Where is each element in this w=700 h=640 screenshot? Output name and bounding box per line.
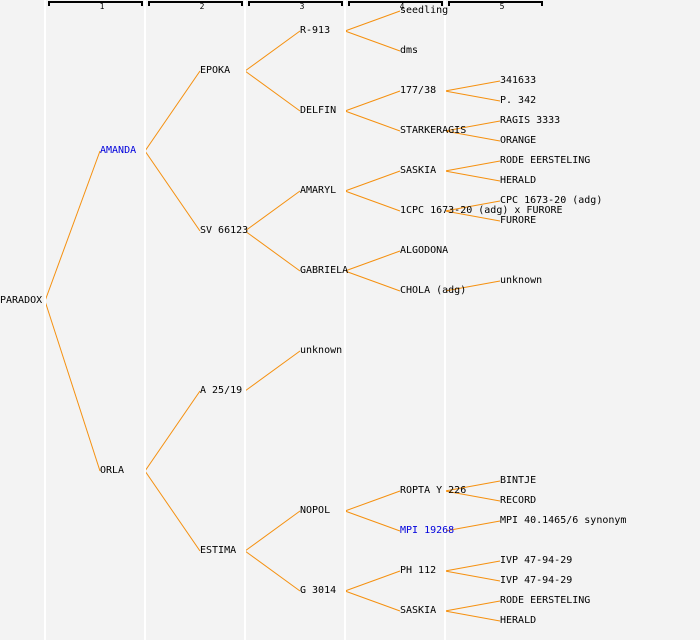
- generation-bracket: [248, 1, 343, 6]
- connector-line: [444, 210, 501, 222]
- column-divider: [144, 0, 146, 640]
- pedigree-node: ALGODONA: [400, 245, 449, 256]
- connector-line: [444, 130, 501, 142]
- connector-line: [244, 510, 301, 552]
- pedigree-node: IVP 47-94-29: [500, 575, 573, 586]
- column-divider: [44, 0, 46, 640]
- connector-line: [144, 390, 201, 472]
- pedigree-node: 1CPC 1673-20 (adg) x FURORE: [400, 205, 563, 216]
- generation-header-1: 1: [99, 2, 105, 11]
- connector-line: [244, 350, 301, 392]
- pedigree-node: ORLA: [100, 465, 125, 476]
- pedigree-node: CPC 1673-20 (adg): [500, 195, 603, 206]
- connector-line: [344, 10, 401, 32]
- connector-line: [44, 150, 101, 302]
- pedigree-node: HERALD: [500, 175, 537, 186]
- connector-line: [344, 510, 401, 532]
- connector-line: [444, 90, 501, 102]
- column-divider: [244, 0, 246, 640]
- pedigree-node: SASKIA: [400, 605, 437, 616]
- connector-line: [344, 110, 401, 132]
- connector-line: [144, 470, 201, 552]
- generation-bracket: [448, 1, 543, 6]
- connector-line: [344, 570, 401, 592]
- pedigree-node: STARKERAGIS: [400, 125, 467, 136]
- column-divider: [344, 0, 346, 640]
- connector-line: [444, 280, 501, 292]
- connector-line: [344, 190, 401, 212]
- pedigree-node: HERALD: [500, 615, 537, 626]
- connector-line: [444, 170, 501, 182]
- connector-line: [444, 120, 501, 132]
- connector-line: [344, 590, 401, 612]
- connector-line: [444, 480, 501, 492]
- connector-line: [344, 90, 401, 112]
- generation-header-5: 5: [499, 2, 505, 11]
- connector-line: [444, 200, 501, 212]
- connector-line: [444, 600, 501, 612]
- connector-line: [144, 150, 201, 232]
- pedigree-node: NOPOL: [300, 505, 331, 516]
- pedigree-node: ROPTA Y 226: [400, 485, 467, 496]
- connector-line: [444, 80, 501, 92]
- generation-header-2: 2: [199, 2, 205, 11]
- connector-line: [344, 490, 401, 512]
- pedigree-node: BINTJE: [500, 475, 537, 486]
- pedigree-node: DELFIN: [300, 105, 337, 116]
- pedigree-node: 177/38: [400, 85, 437, 96]
- pedigree-node: MPI 40.1465/6 synonym: [500, 515, 627, 526]
- pedigree-node: IVP 47-94-29: [500, 555, 573, 566]
- pedigree-node: SASKIA: [400, 165, 437, 176]
- connector-line: [244, 30, 301, 72]
- connector-line: [344, 250, 401, 272]
- pedigree-node: R-913: [300, 25, 331, 36]
- pedigree-node: dms: [400, 45, 419, 56]
- pedigree-node: G 3014: [300, 585, 337, 596]
- pedigree-node: CHOLA (adg): [400, 285, 467, 296]
- connector-line: [44, 300, 101, 472]
- pedigree-node: FURORE: [500, 215, 537, 226]
- connector-line: [144, 70, 201, 152]
- column-divider: [444, 0, 446, 640]
- root-node: PARADOX: [0, 295, 43, 306]
- pedigree-node: EPOKA: [200, 65, 231, 76]
- pedigree-node: PH 112: [400, 565, 437, 576]
- pedigree-node: SV 66123: [200, 225, 249, 236]
- connector-line: [444, 560, 501, 572]
- connector-line: [244, 190, 301, 232]
- connector-line: [444, 570, 501, 582]
- pedigree-node: RODE EERSTELING: [500, 595, 591, 606]
- pedigree-node: 341633: [500, 75, 537, 86]
- connector-line: [444, 520, 501, 532]
- pedigree-node: ORANGE: [500, 135, 537, 146]
- generation-bracket: [48, 1, 143, 6]
- pedigree-node: P. 342: [500, 95, 537, 106]
- pedigree-node: unknown: [300, 345, 343, 356]
- connector-line: [344, 170, 401, 192]
- pedigree-node: ESTIMA: [200, 545, 237, 556]
- pedigree-node: A 25/19: [200, 385, 243, 396]
- connector-line: [244, 550, 301, 592]
- pedigree-node: RECORD: [500, 495, 537, 506]
- pedigree-node[interactable]: MPI 19268: [400, 525, 455, 536]
- connector-line: [344, 30, 401, 52]
- generation-bracket: [348, 1, 443, 6]
- pedigree-node: AMARYL: [300, 185, 337, 196]
- connector-line: [344, 270, 401, 292]
- pedigree-node: seedling: [400, 5, 449, 16]
- generation-header-4: 4: [399, 2, 405, 11]
- pedigree-node: RODE EERSTELING: [500, 155, 591, 166]
- connector-line: [444, 490, 501, 502]
- pedigree-node[interactable]: AMANDA: [100, 145, 137, 156]
- pedigree-node: RAGIS 3333: [500, 115, 561, 126]
- generation-bracket: [148, 1, 243, 6]
- connector-line: [244, 230, 301, 272]
- connector-line: [444, 610, 501, 622]
- generation-header-3: 3: [299, 2, 305, 11]
- pedigree-node: unknown: [500, 275, 543, 286]
- connector-line: [444, 160, 501, 172]
- connector-line: [244, 70, 301, 112]
- pedigree-node: GABRIELA: [300, 265, 349, 276]
